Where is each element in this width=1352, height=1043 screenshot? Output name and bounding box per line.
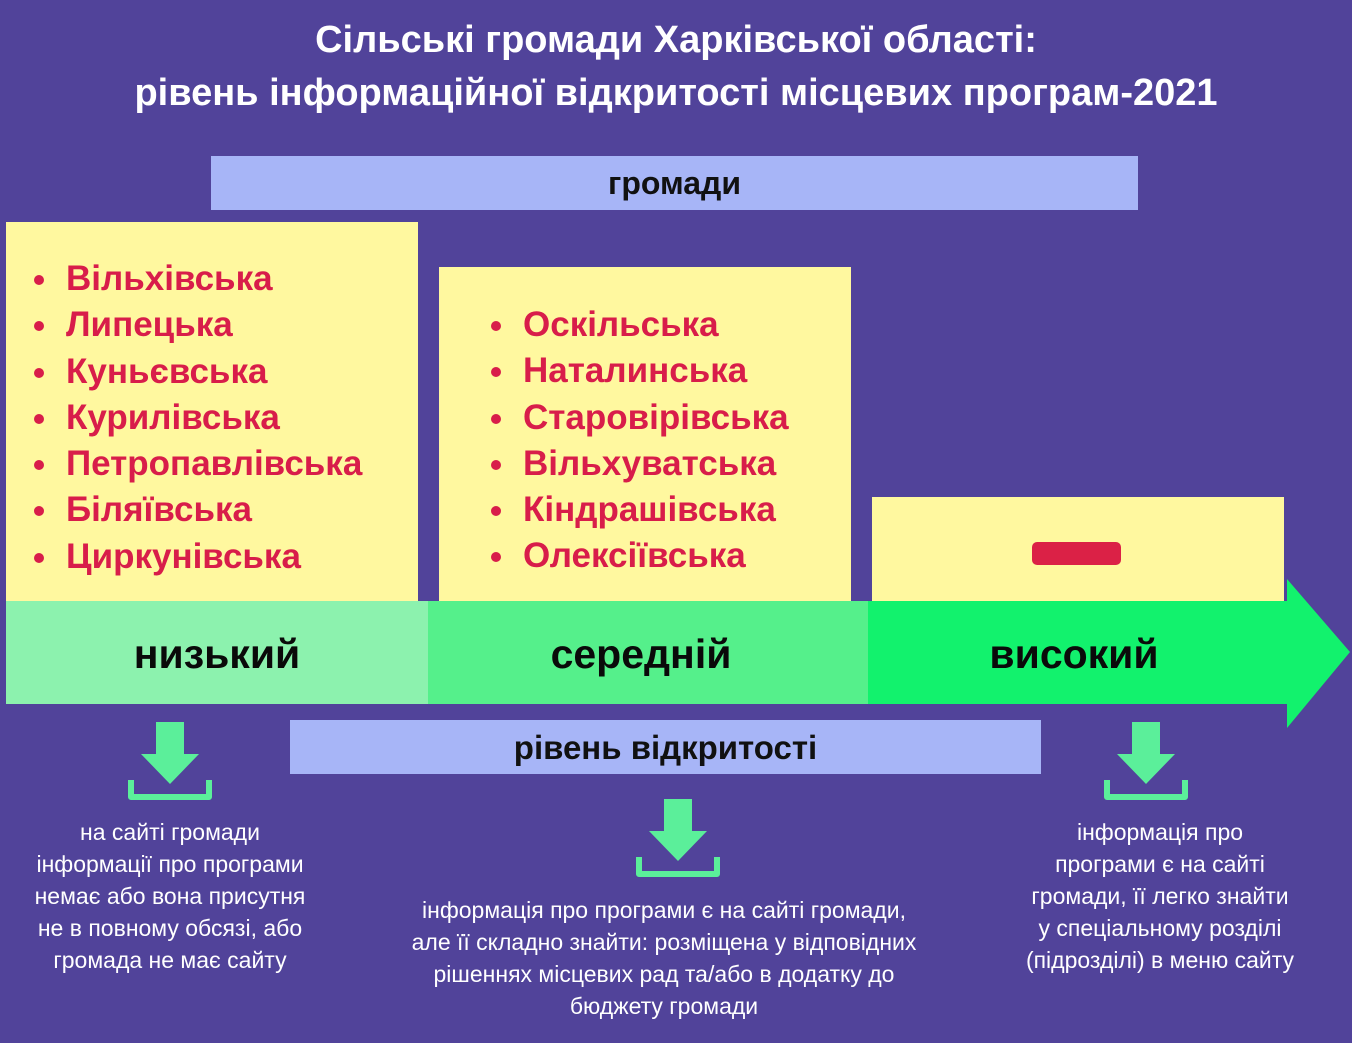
- list-item: Петропавлівська: [32, 441, 362, 487]
- level-high-label: високий: [989, 631, 1159, 677]
- level-medium-label: середній: [550, 631, 732, 677]
- high-level-description: інформація про програми є на сайті грома…: [1025, 819, 1295, 973]
- low-communities-list: Вільхівська Липецька Куньєвська Курилівс…: [32, 256, 362, 580]
- openness-level-band: рівень відкритості: [290, 720, 1041, 774]
- title-line-2: рівень інформаційної відкритості місцеви…: [134, 72, 1218, 114]
- title-line-1: Сільські громади Харківської області:: [315, 19, 1037, 61]
- medium-level-description: інформація про програми є на сайті грома…: [411, 897, 917, 1019]
- list-item: Липецька: [32, 302, 362, 348]
- list-item: Кіндрашівська: [489, 487, 789, 533]
- level-high-segment-arrowhead: [868, 579, 1350, 728]
- list-item: Куньєвська: [32, 349, 362, 395]
- list-item: Наталинська: [489, 348, 789, 394]
- list-item: Олексіївська: [489, 533, 789, 579]
- list-item: Курилівська: [32, 395, 362, 441]
- list-item: Оскільська: [489, 302, 789, 348]
- medium-communities-box: [439, 267, 851, 601]
- list-item: Старовірівська: [489, 395, 789, 441]
- low-level-description: на сайті громади інформації про програми…: [34, 819, 306, 973]
- download-icon: [1104, 722, 1188, 800]
- level-medium-segment: [428, 601, 868, 704]
- level-low-segment: [6, 601, 428, 704]
- list-item: Біляївська: [32, 487, 362, 533]
- download-icon: [128, 722, 212, 800]
- medium-communities-list: Оскільська Наталинська Старовірівська Ві…: [489, 302, 789, 580]
- download-icon: [636, 799, 720, 877]
- level-low-label: низький: [133, 631, 301, 677]
- list-item: Циркунівська: [32, 534, 362, 580]
- list-item: Вільхуватська: [489, 441, 789, 487]
- none-dash-icon: [1032, 542, 1121, 565]
- communities-band: громади: [211, 156, 1138, 210]
- low-communities-box: [6, 222, 418, 601]
- list-item: Вільхівська: [32, 256, 362, 302]
- page-title: Сільські громади Харківської області: рі…: [0, 14, 1352, 120]
